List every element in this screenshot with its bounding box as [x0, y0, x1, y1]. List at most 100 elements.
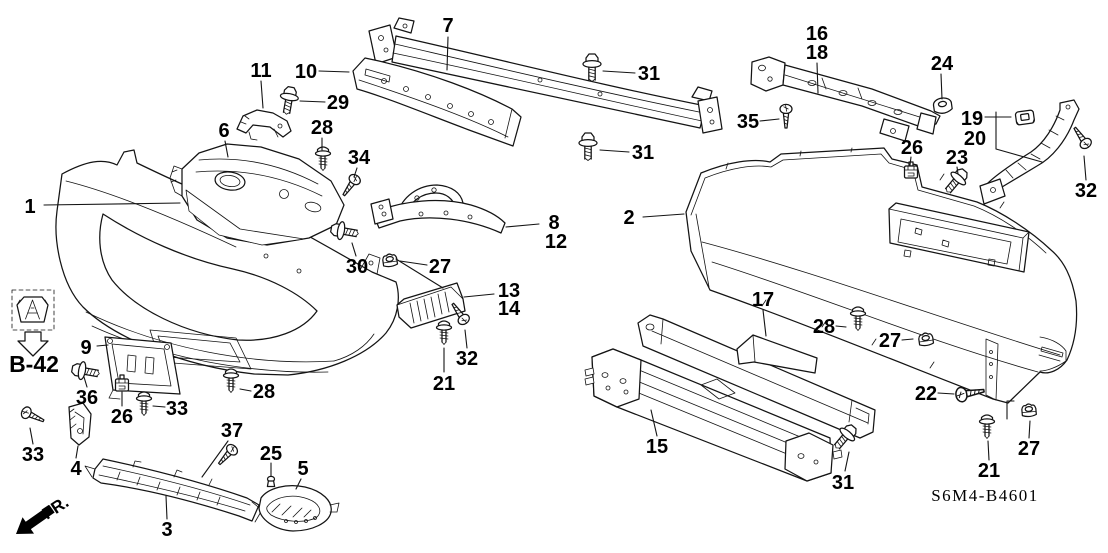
callout-1: 1 [24, 196, 35, 218]
callout-22: 22 [915, 383, 937, 405]
leader-line-35 [759, 118, 780, 122]
callout-33: 33 [22, 444, 44, 466]
front-side-bracket-part-13-14 [396, 282, 466, 329]
screw-32-rear [1069, 123, 1094, 152]
callout-16: 16 [806, 23, 828, 45]
leader-line-5 [295, 478, 302, 490]
callout-30: 30 [346, 256, 368, 278]
rear-bumper-part-2 [685, 147, 1078, 404]
callout-15: 15 [646, 436, 668, 458]
callout-7: 7 [442, 15, 453, 37]
callout-35: 35 [737, 111, 759, 133]
callout-4: 4 [70, 458, 82, 480]
leader-line-24 [940, 73, 943, 100]
callout-32: 32 [456, 348, 478, 370]
callout-37: 37 [221, 420, 243, 442]
leader-line-31 [844, 451, 850, 472]
corner-bracket-part-4 [68, 402, 92, 446]
leader-line-22 [937, 392, 955, 395]
reference-label: B-42 [9, 351, 59, 377]
callout-5: 5 [297, 458, 308, 480]
bolt-31-front-lower [578, 132, 598, 162]
callout-28: 28 [311, 117, 333, 139]
leader-line-26 [909, 156, 912, 166]
callout-11: 11 [250, 60, 271, 82]
leader-line-6 [224, 140, 229, 158]
acura-emblem-reference [11, 289, 55, 357]
callout-17: 17 [752, 289, 774, 311]
leader-line-1 [43, 202, 181, 206]
leader-line-37 [201, 440, 229, 478]
callout-18: 18 [806, 42, 828, 64]
leader-line-27 [901, 338, 914, 341]
screw-37 [214, 441, 241, 469]
leader-line-18 [816, 62, 819, 94]
callout-34: 34 [348, 147, 371, 169]
bolt-36 [69, 359, 102, 384]
callout-20: 20 [964, 128, 986, 150]
bolt-29 [276, 84, 301, 117]
callout-33: 33 [166, 398, 188, 420]
screw-34 [338, 171, 363, 200]
front-grille-part-6 [169, 143, 345, 246]
leader-line-3 [165, 495, 168, 520]
leader-line-32 [464, 329, 468, 349]
callout-27: 27 [1018, 438, 1040, 460]
leader-line-31 [599, 149, 630, 153]
leader-line-13 [463, 293, 495, 298]
rear-bumper-absorber-part-17 [637, 314, 876, 439]
leader-line-33 [29, 427, 34, 445]
leader-line-17 [762, 309, 767, 337]
rear-beam-bracket-part-16-18 [750, 56, 941, 142]
leader-line-21 [987, 440, 990, 461]
callout-26: 26 [901, 137, 923, 159]
nut-24 [932, 96, 954, 116]
leader-line-27 [1028, 420, 1031, 439]
callout-2: 2 [623, 207, 634, 229]
leader-line-4 [75, 445, 79, 459]
leader-line-10 [318, 70, 350, 73]
part-code: S6M4-B4601 [931, 486, 1039, 505]
callout-29: 29 [327, 92, 349, 114]
leader-line-29 [299, 100, 326, 103]
rivet-21-rear [978, 414, 996, 440]
leader-line-9 [96, 344, 109, 347]
foglight-garnish-part-5 [258, 485, 340, 532]
front-bumper-beam-part-7 [368, 17, 723, 134]
screw-35 [779, 103, 793, 129]
leader-line-11 [260, 80, 264, 109]
leader-line-8 [505, 223, 540, 228]
rear-side-bracket-part-19-20 [979, 99, 1080, 205]
rivet-33-mid [135, 391, 153, 417]
callout-27: 27 [429, 256, 451, 278]
callout-10: 10 [295, 61, 317, 83]
bolt-31-front-upper [582, 53, 602, 83]
leader-line-28 [239, 388, 252, 392]
leader-line-31 [602, 70, 636, 74]
callout-8: 8 [548, 212, 559, 234]
rivet-28-lower [222, 368, 240, 394]
rear-bumper-beam-part-15 [584, 348, 843, 482]
leader-line-30 [351, 242, 357, 257]
leader-line-36 [83, 376, 88, 388]
leader-line-2 [642, 213, 685, 218]
callout-9: 9 [80, 337, 91, 359]
leader-line-28 [835, 325, 847, 328]
callout-21: 21 [433, 373, 455, 395]
callout-14: 14 [498, 298, 521, 320]
leader-lines [29, 36, 1087, 520]
callout-31: 31 [632, 142, 654, 164]
callout-23: 23 [946, 147, 968, 169]
callout-connectors [395, 111, 1043, 420]
headlight-garnish-part-8-12 [370, 184, 506, 234]
fr-direction-arrow: FR. [16, 493, 72, 534]
callout-24: 24 [931, 53, 954, 75]
grommet-19-20 [1014, 109, 1036, 126]
callout-12: 12 [545, 231, 567, 253]
callout-31: 31 [832, 472, 854, 494]
callout-3: 3 [161, 519, 172, 541]
leader-line-23 [956, 166, 959, 175]
